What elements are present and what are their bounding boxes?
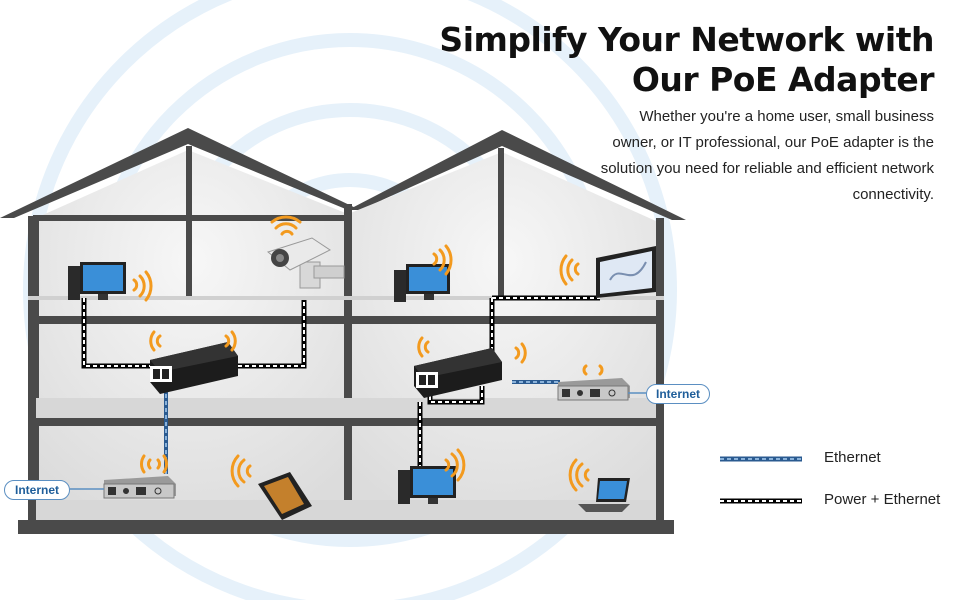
legend-ethernet-label: Ethernet [824, 449, 881, 466]
internet-label-left: Internet [4, 480, 70, 500]
headline-line-2: Our PoE Adapter [631, 60, 935, 99]
house-right [348, 130, 686, 520]
security-camera-icon [266, 237, 345, 289]
headline: Simplify Your Network with Our PoE Adapt… [414, 20, 934, 100]
desktop-computer-icon [394, 264, 450, 302]
smartphone-icon [258, 472, 312, 520]
internet-lines [70, 392, 646, 490]
legend-power-ethernet-label: Power + Ethernet [824, 491, 941, 508]
laptop-icon [578, 478, 630, 512]
desktop-computer-icon [398, 466, 456, 504]
tv-icon [596, 246, 656, 298]
router-right-icon [557, 378, 630, 401]
poe-adapter-right-icon [414, 348, 502, 398]
wifi-signal-icon [132, 215, 604, 492]
headline-line-1: Simplify Your Network with [439, 20, 934, 59]
poe-adapter-left-icon [150, 342, 238, 394]
description: Whether you're a home user, small busine… [600, 108, 934, 203]
structure [18, 146, 674, 534]
desktop-computer-icon [68, 262, 126, 300]
internet-label-right: Internet [646, 384, 710, 404]
router-left-icon [103, 476, 176, 499]
